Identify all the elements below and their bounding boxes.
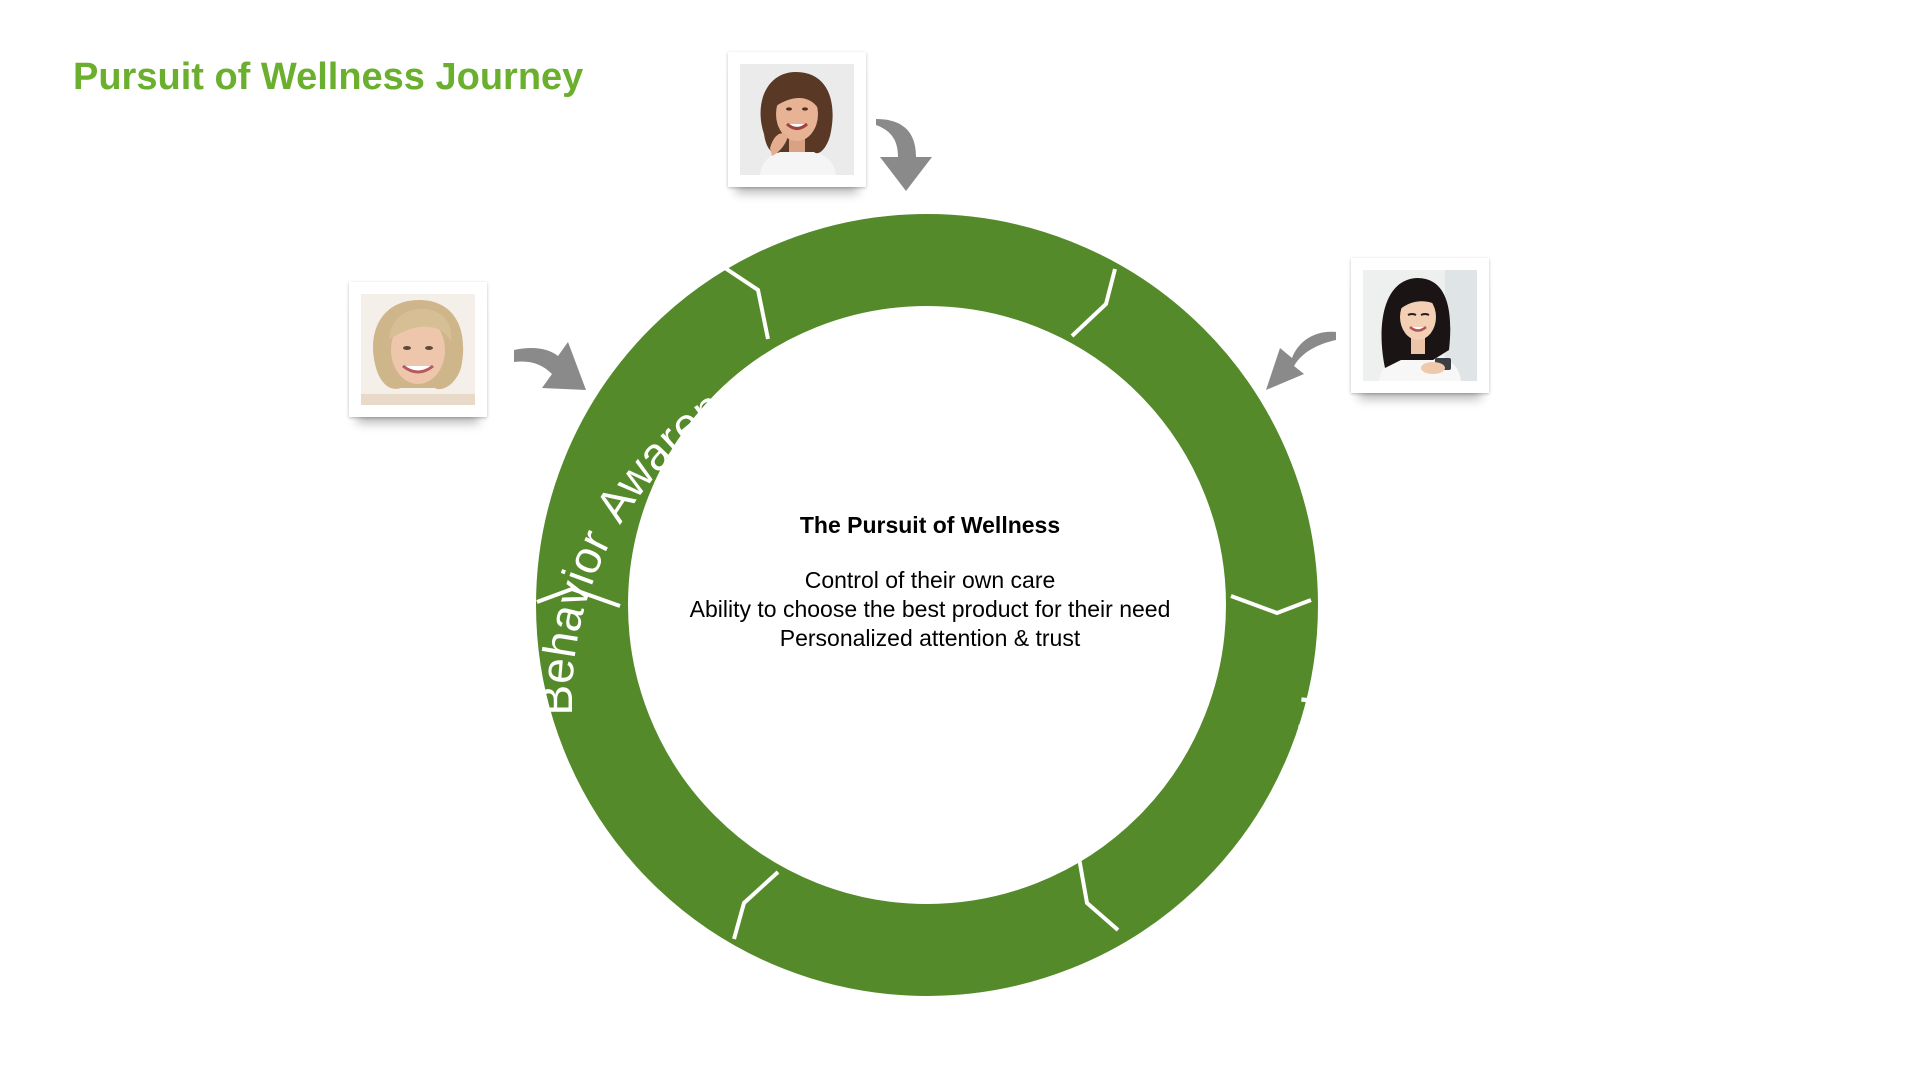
- persona-photo-left: [349, 282, 487, 417]
- separator-behavior-awareness: [720, 264, 770, 340]
- woman-with-phone-portrait: [1363, 270, 1477, 381]
- center-line-3: Personalized attention & trust: [779, 625, 1081, 651]
- arrow-curved-left-icon: [1266, 331, 1336, 390]
- blonde-woman-portrait: [361, 294, 475, 405]
- segment-label-research: Research: [785, 317, 999, 388]
- center-line-1: Control of their own care: [804, 567, 1056, 593]
- separator-shop-share: [732, 870, 780, 940]
- center-line-2: Ability to choose the best product for t…: [689, 596, 1171, 622]
- page-title: Pursuit of Wellness Journey: [73, 56, 584, 98]
- separator-research-find: [1230, 594, 1312, 616]
- separator-find-shop: [1077, 857, 1120, 932]
- wheel-ring: [536, 214, 1318, 996]
- arrow-curved-right-icon: [514, 342, 586, 390]
- smiling-woman-portrait: [740, 64, 854, 175]
- segment-label-shop: Shop: [968, 1009, 1088, 1080]
- persona-photo-right: [1351, 258, 1489, 393]
- separator-awareness-research: [1070, 268, 1117, 338]
- persona-photo-top: [728, 52, 866, 187]
- arrow-curved-down-icon: [876, 119, 932, 191]
- center-description: The Pursuit of Wellness Control of their…: [610, 512, 1250, 653]
- separator-share-behavior: [536, 586, 621, 608]
- wheel-separators: [536, 264, 1312, 940]
- center-heading: The Pursuit of Wellness: [799, 512, 1061, 538]
